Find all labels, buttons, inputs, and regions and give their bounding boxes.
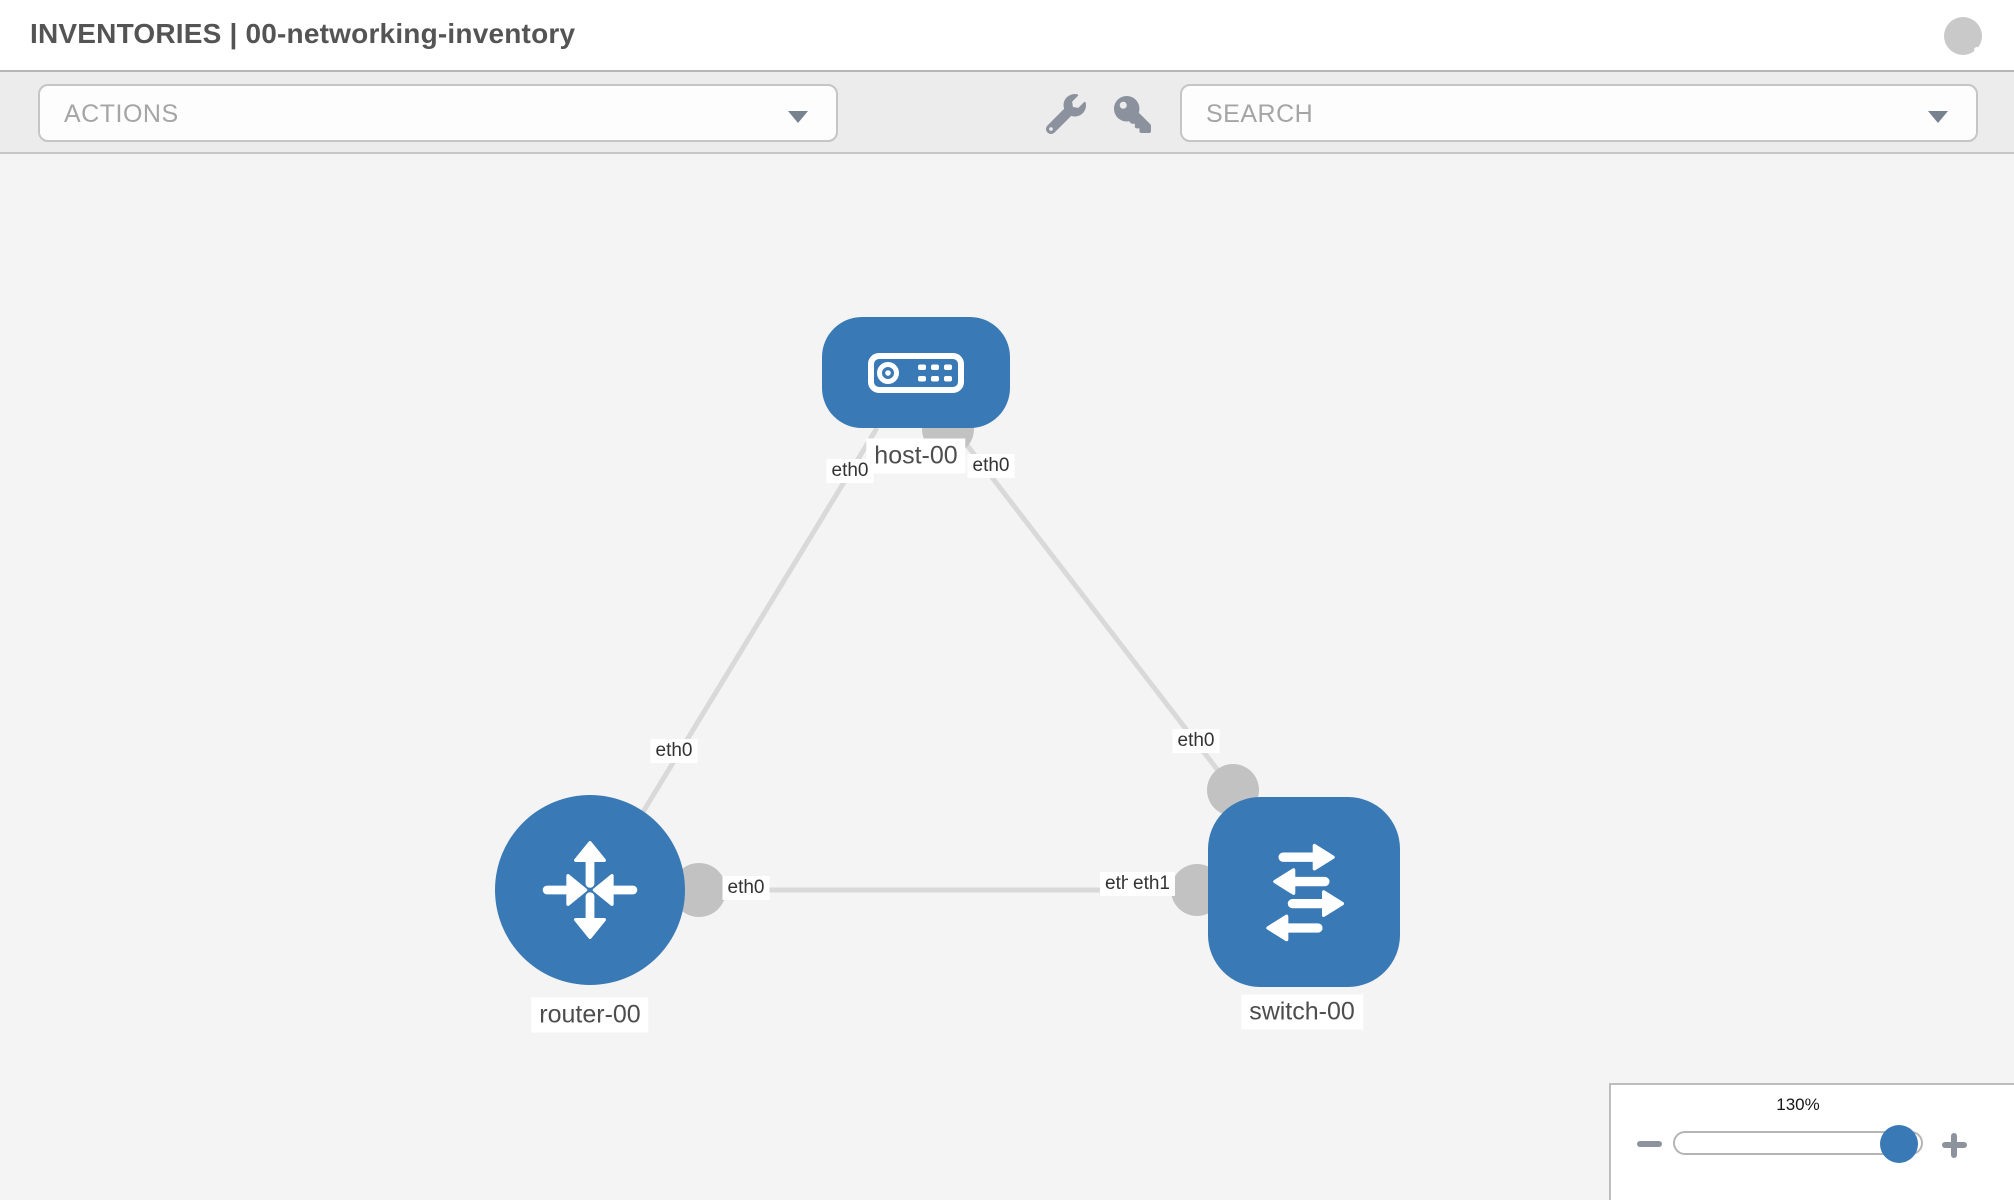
node-label-switch: switch-00 — [1241, 994, 1363, 1030]
zoom-level: 130% — [1776, 1095, 1820, 1114]
topology-canvas[interactable]: host-00 router-00 switch-00 eth0 eth0 et… — [0, 154, 2014, 1200]
node-label-router: router-00 — [531, 997, 649, 1033]
minus-icon — [1637, 1141, 1662, 1147]
host-icon — [868, 353, 964, 393]
node-router-00[interactable] — [495, 795, 685, 985]
zoom-slider[interactable] — [1673, 1125, 1923, 1163]
switch-icon — [1266, 843, 1345, 942]
node-host-00[interactable] — [822, 317, 1010, 428]
interface-label-host-right: eth0 — [967, 454, 1015, 478]
actions-select[interactable]: ACTIONS — [38, 84, 838, 142]
node-label-host: host-00 — [866, 438, 966, 474]
chevron-down-icon — [1928, 111, 1948, 123]
chevron-down-icon — [788, 111, 808, 123]
toolbar: ACTIONS SEARCH — [0, 72, 2014, 154]
key-icon — [1114, 96, 1151, 133]
zoom-panel: 130% — [1609, 1083, 2014, 1200]
toolbar-key-button[interactable] — [1114, 96, 1151, 133]
search-select[interactable]: SEARCH — [1180, 84, 1978, 142]
zoom-slider-handle[interactable] — [1880, 1125, 1918, 1163]
zoom-out-button[interactable] — [1637, 1138, 1662, 1150]
actions-select-label: ACTIONS — [64, 100, 179, 128]
interface-label-switch-side-over: eth1 — [1128, 872, 1175, 896]
router-icon — [542, 841, 638, 939]
node-switch-00[interactable] — [1208, 797, 1400, 987]
search-select-label: SEARCH — [1206, 100, 1314, 128]
close-button[interactable] — [1944, 17, 1982, 55]
interface-label-host-router-link: eth0 — [650, 739, 698, 763]
interface-label-router-side: eth0 — [722, 876, 770, 900]
zoom-in-button[interactable] — [1942, 1133, 1967, 1158]
interface-label-host-left: eth0 — [826, 459, 874, 483]
toolbar-wrench-button[interactable] — [1045, 94, 1086, 135]
link-host-switch[interactable] — [948, 421, 1235, 792]
page-title: INVENTORIES | 00-networking-inventory — [30, 18, 576, 49]
close-icon — [1963, 36, 2001, 74]
interface-connector-router — [672, 863, 726, 917]
header: INVENTORIES | 00-networking-inventory — [0, 0, 2014, 72]
interface-label-host-switch-link: eth0 — [1172, 729, 1220, 753]
wrench-icon — [1045, 94, 1086, 135]
